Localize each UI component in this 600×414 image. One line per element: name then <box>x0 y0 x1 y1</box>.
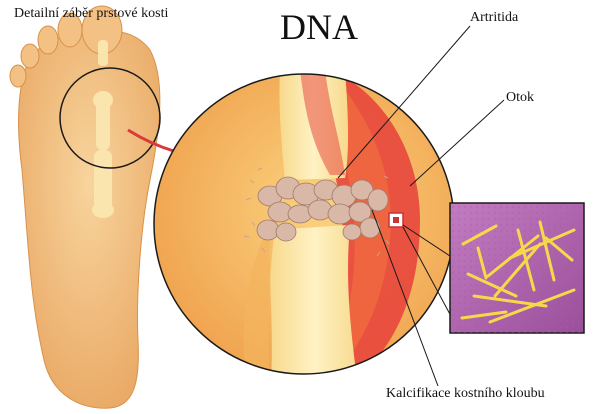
zoomed-joint <box>153 73 455 375</box>
magnifier-circle <box>59 67 161 169</box>
crystal-inset <box>402 202 585 334</box>
foot-illustration <box>9 5 161 409</box>
swelling-label: Otok <box>506 90 534 105</box>
calcification-label: Kalcifikace kostního kloubu <box>386 386 545 401</box>
leader-lines <box>337 25 505 387</box>
diagram-title: DNA <box>280 7 358 47</box>
foot-closeup-label: Detailní záběr prstové kosti <box>14 6 169 21</box>
arthritis-label: Artritida <box>470 10 519 25</box>
